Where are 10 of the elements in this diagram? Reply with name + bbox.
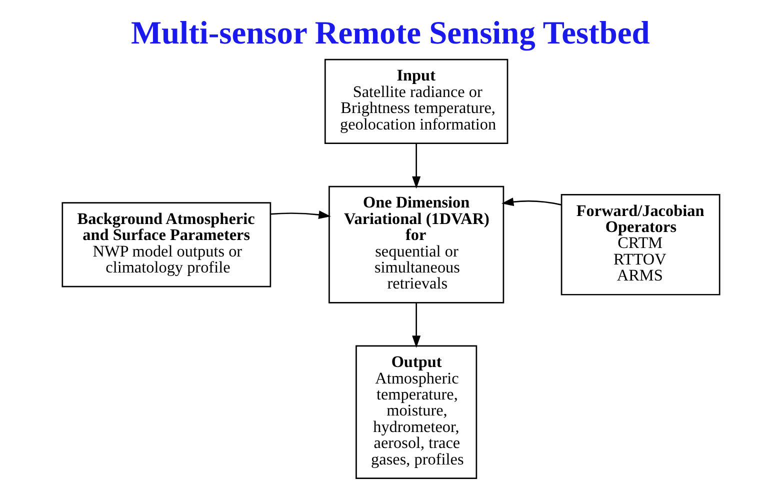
- node-box: Background Atmospheric and Surface Parameters NWP model outputs or climatology profile: [61, 202, 271, 288]
- arrow: [412, 143, 420, 189]
- arrow: [270, 210, 330, 219]
- node-box: Input Satellite radiance or Brightness temperature, geolocation information: [324, 58, 508, 144]
- arrow: [500, 198, 561, 206]
- arrow: [412, 303, 420, 348]
- node-box: Output Atmospheric temperature, moisture, hydrometeor, aerosol, trace gases, profiles: [355, 345, 477, 480]
- node-box: One Dimension Variational (1DVAR) for sequential or simultaneous retrievals: [328, 186, 504, 304]
- node-box: Forward/Jacobian Operators CRTM RTTOV ARMS: [560, 194, 720, 296]
- diagram-title: Multi-sensor Remote Sensing Testbed: [130, 16, 650, 52]
